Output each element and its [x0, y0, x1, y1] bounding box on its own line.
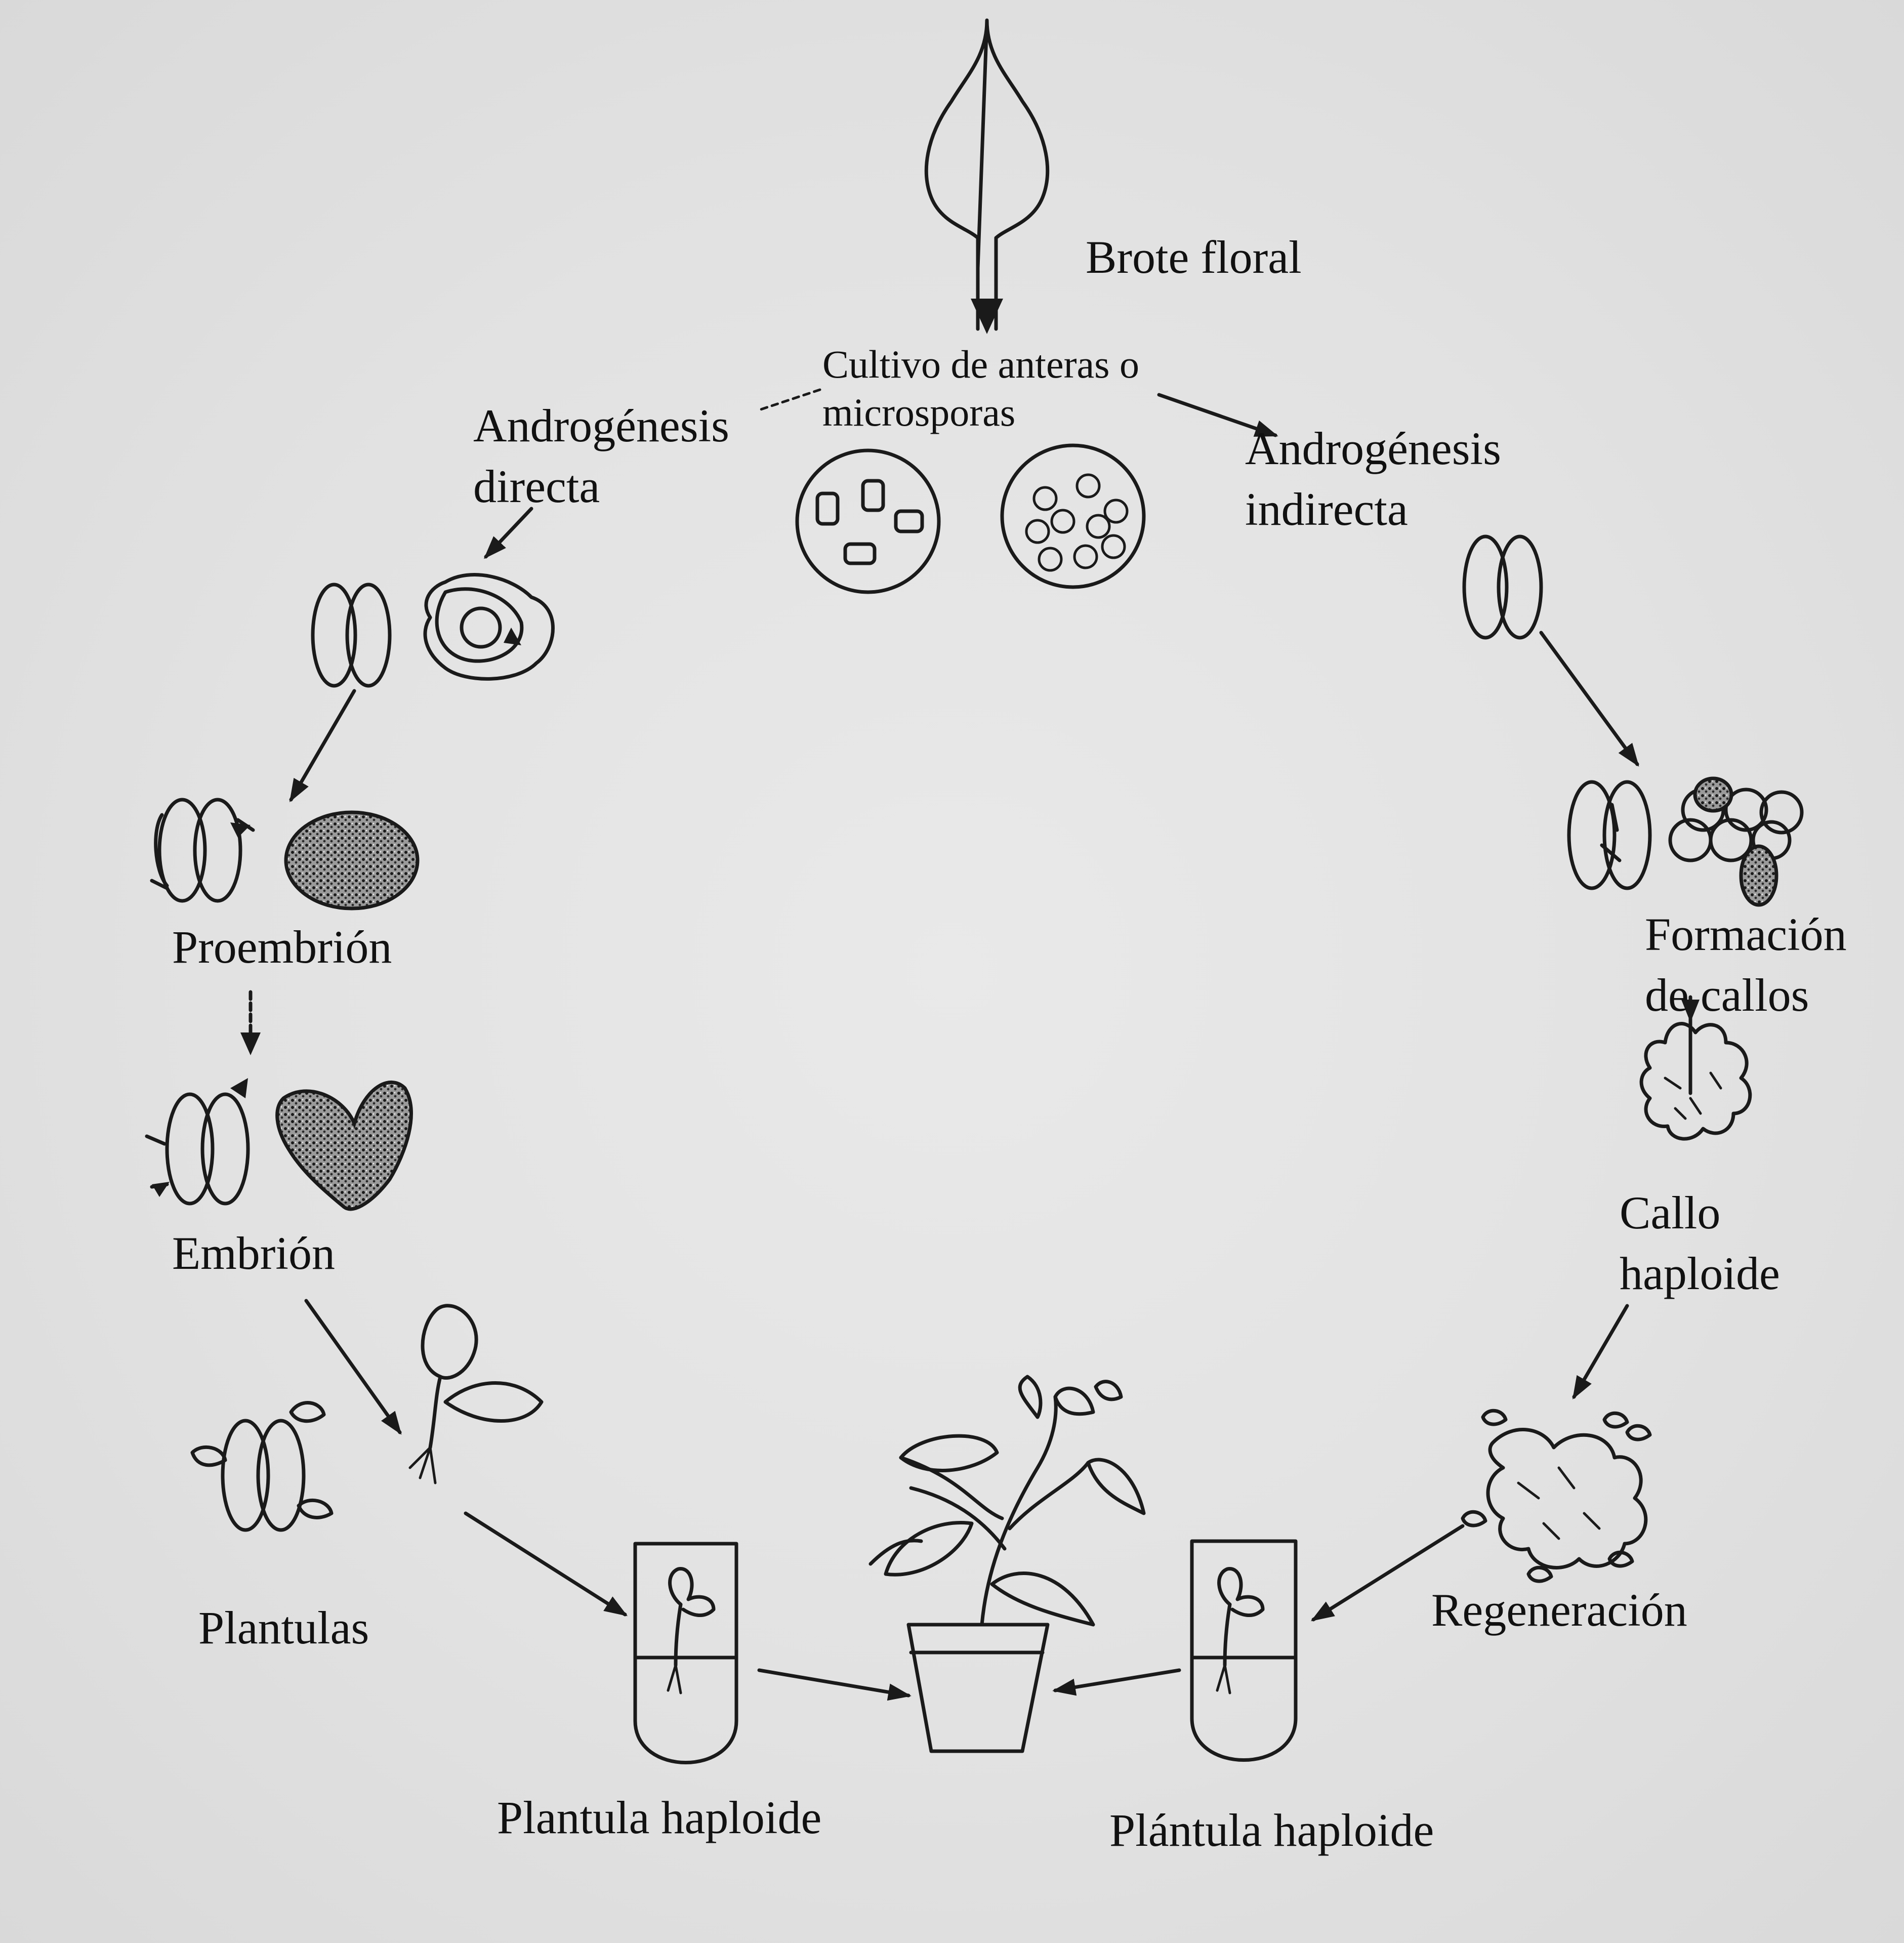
label-plantula-haploide-left: Plantula haploide	[497, 1787, 821, 1848]
dividing-pollen-icon	[152, 800, 253, 901]
label-proembrion: Proembrión	[172, 916, 392, 978]
microspore-culture-dish-icon	[1002, 445, 1144, 587]
label-androgenesis-directa-2: directa	[473, 456, 600, 517]
callus-cluster-icon	[1670, 778, 1802, 905]
label-formacion-line1: Formación	[1645, 903, 1847, 965]
heart-embryo-icon	[277, 1082, 411, 1209]
arrow-right-tube-to-pot	[1055, 1670, 1179, 1690]
haploid-callus-icon	[1641, 1024, 1750, 1139]
label-embrion: Embrión	[172, 1222, 335, 1284]
label-androgenesis-indirecta-2: indirecta	[1245, 478, 1408, 540]
microspore-nucleus-icon	[425, 575, 553, 679]
label-plantulas: Plantulas	[198, 1597, 369, 1659]
plantlet-icon	[410, 1306, 542, 1483]
label-androgenesis-directa-1: Androgénesis	[473, 395, 729, 457]
test-tube-right-icon	[1192, 1541, 1296, 1760]
dividing-pollen-right-icon	[1569, 782, 1650, 888]
dividing-pollen-icon-2	[147, 1078, 248, 1204]
flower-bud-icon	[926, 20, 1047, 268]
arrow-bud-to-culture	[971, 268, 1003, 334]
label-callo-line1: Callo	[1620, 1182, 1720, 1244]
arrow-pollen-to-callus	[1541, 633, 1637, 764]
germinating-pollen-icon	[192, 1402, 332, 1530]
label-regeneracion: Regeneración	[1431, 1579, 1687, 1641]
label-cultivo-line2: microsporas	[822, 387, 1015, 438]
potted-plant-icon	[871, 1377, 1144, 1751]
label-callo-line2: haploide	[1620, 1243, 1780, 1304]
label-brote-floral: Brote floral	[1086, 226, 1302, 288]
callus-texture	[1665, 1073, 1721, 1119]
label-formacion-line2: de callos	[1645, 964, 1809, 1026]
arrow-pollen-to-proembryo	[291, 691, 354, 800]
arrow-haploid-callus-to-regeneration	[1574, 1306, 1627, 1397]
arrow-proembryo-to-embryo	[240, 992, 261, 1055]
arrow-plantlet-to-tube	[466, 1513, 625, 1615]
test-tube-left-icon	[635, 1544, 736, 1763]
arrow-left-tube-to-pot	[759, 1670, 908, 1696]
arrow-embryo-to-plantlet	[306, 1301, 400, 1432]
pollen-grain-icon	[313, 585, 390, 686]
label-plantula-haploide-right: Plántula haploide	[1109, 1799, 1434, 1861]
label-cultivo-line1: Cultivo de anteras o	[822, 339, 1139, 390]
proembryo-icon	[286, 812, 418, 908]
regenerating-callus-icon	[1463, 1411, 1650, 1581]
pollen-grain-right-icon	[1464, 536, 1541, 638]
label-androgenesis-indirecta-1: Androgénesis	[1245, 418, 1501, 479]
connector-to-direct	[759, 390, 820, 410]
anther-culture-dish-icon	[797, 450, 939, 592]
